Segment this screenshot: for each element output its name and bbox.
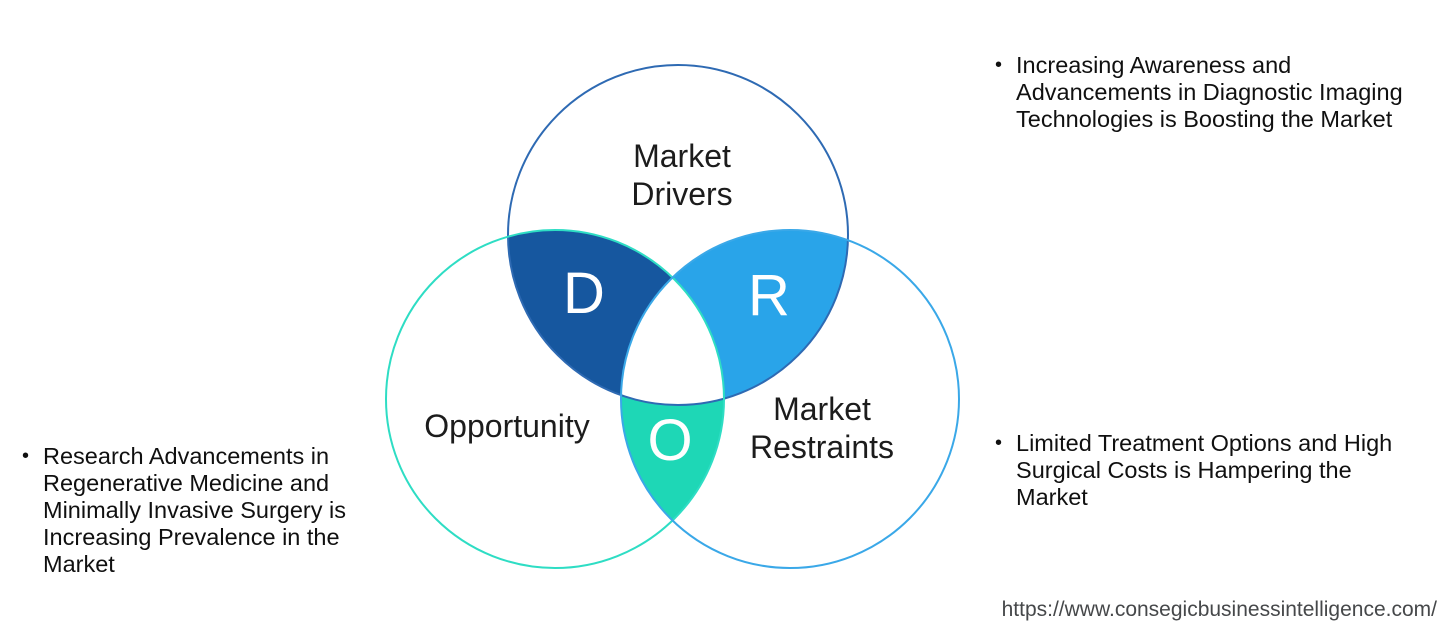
bullet-icon: •: [995, 432, 1003, 454]
note-restraints: • Limited Treatment Options and High Sur…: [995, 430, 1392, 511]
bullet-icon: •: [995, 54, 1003, 76]
restraints-circle-label: Market Restraints: [749, 391, 895, 465]
letter-r: R: [748, 263, 790, 328]
drivers-circle-label: Market Drivers: [631, 138, 733, 212]
letter-o: O: [647, 408, 693, 473]
drivers-circle-outline: [507, 64, 849, 406]
source-url[interactable]: https://www.consegicbusinessintelligence…: [1001, 598, 1437, 621]
note-restraints-text: Limited Treatment Options and High Surgi…: [1016, 430, 1393, 510]
note-drivers: • Increasing Awareness and Advancements …: [995, 52, 1403, 133]
opportunity-circle-outline: [385, 229, 725, 569]
note-drivers-text: Increasing Awareness and Advancements in…: [1016, 52, 1403, 132]
restraints-circle-outline: [620, 229, 960, 569]
letter-d: D: [563, 261, 605, 326]
note-opportunity: • Research Advancements in Regenerative …: [22, 443, 346, 578]
bullet-icon: •: [22, 445, 30, 467]
note-opportunity-text: Research Advancements in Regenerative Me…: [43, 443, 346, 577]
opportunity-circle-label: Opportunity: [424, 408, 590, 444]
